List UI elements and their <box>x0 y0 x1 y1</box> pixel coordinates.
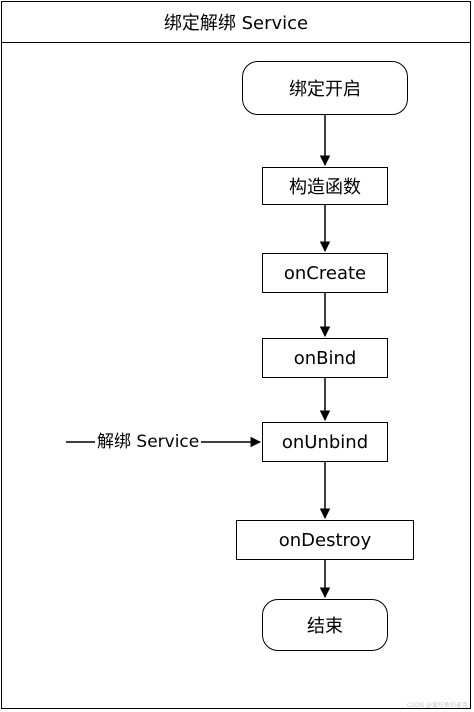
unbind-service-label: 解绑 Service <box>95 432 202 452</box>
node-start: 绑定开启 <box>242 61 408 115</box>
node-constructor: 构造函数 <box>262 167 388 205</box>
diagram-title: 绑定解绑 Service <box>1 1 471 43</box>
node-oncreate: onCreate <box>262 253 388 293</box>
node-onunbind: onUnbind <box>262 422 388 462</box>
node-end: 结束 <box>262 599 388 651</box>
node-ondestroy: onDestroy <box>236 520 414 560</box>
watermark: CSDN @爱吃鱼的麦克 <box>406 702 468 709</box>
node-onbind: onBind <box>262 338 388 378</box>
